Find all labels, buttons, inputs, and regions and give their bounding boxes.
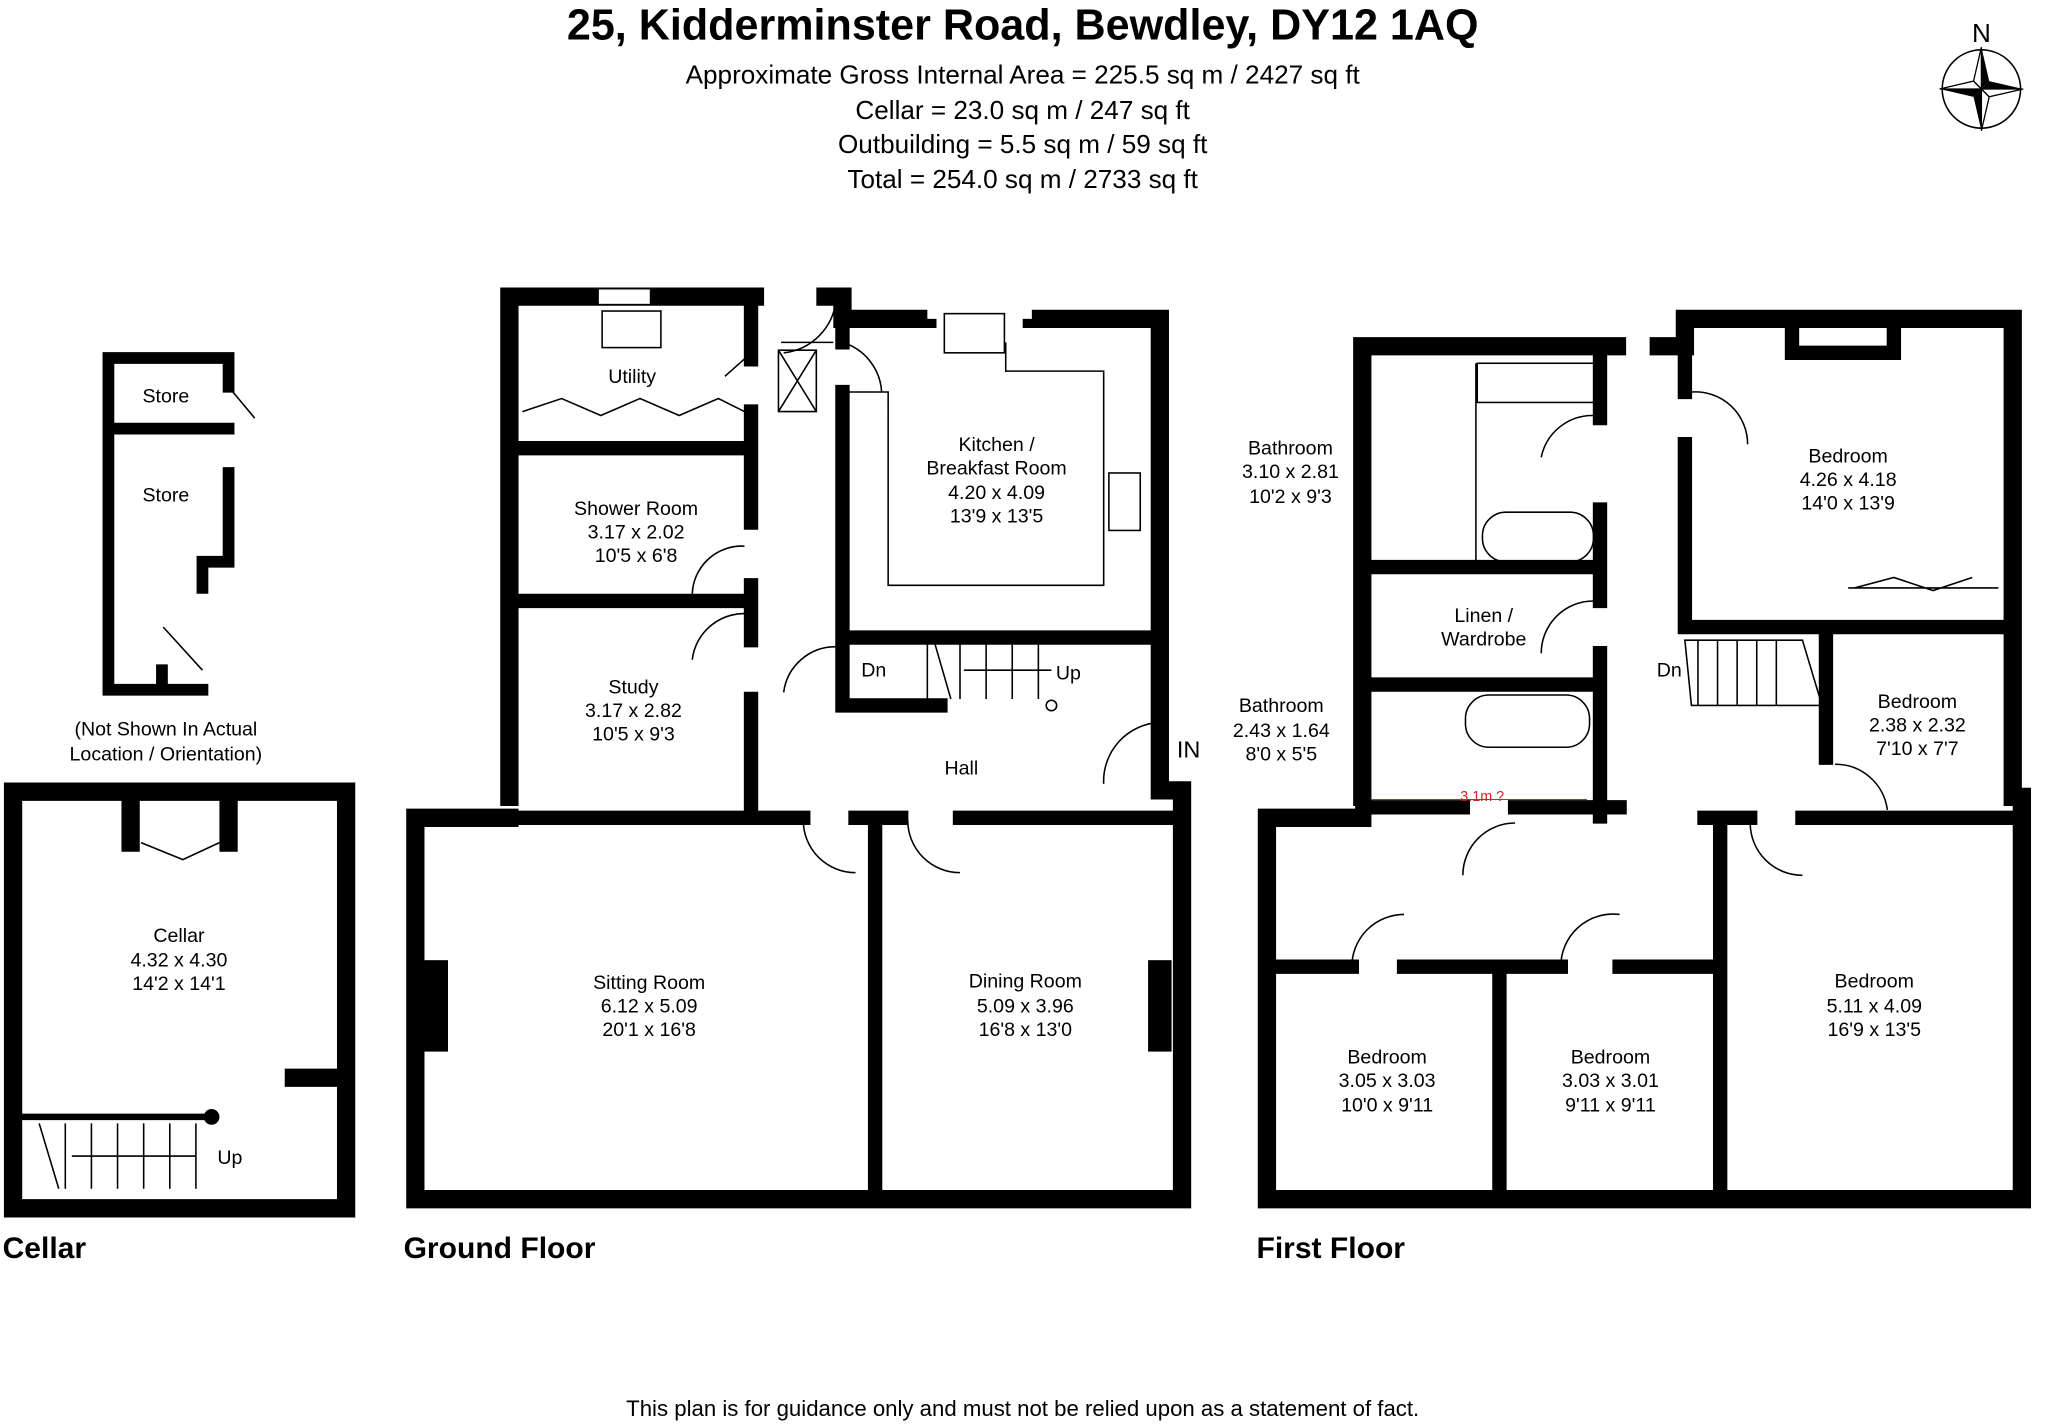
cellar-stairs-up: Up xyxy=(217,1147,242,1169)
bedroom-2-metric: 2.38 x 2.32 xyxy=(1869,715,1966,737)
compass-icon: N xyxy=(1939,18,2024,131)
property-title: 25, Kidderminster Road, Bewdley, DY12 1A… xyxy=(567,1,1479,49)
not-shown-note: Location / Orientation) xyxy=(70,743,263,765)
disclaimer: This plan is for guidance only and must … xyxy=(626,1396,1419,1421)
ground-floor-label: Ground Floor xyxy=(404,1232,596,1265)
area-gross: Approximate Gross Internal Area = 225.5 … xyxy=(686,60,1361,90)
bathroom-2-imperial: 8'0 x 5'5 xyxy=(1245,743,1317,765)
area-cellar: Cellar = 23.0 sq m / 247 sq ft xyxy=(855,95,1190,125)
measurement-annotation: 3.1m ? xyxy=(1460,789,1504,805)
outbuilding-plan: Store Store (Not Shown In Actual Locatio… xyxy=(70,352,263,765)
bathroom-1-imperial: 10'2 x 9'3 xyxy=(1249,486,1332,508)
bedroom-5-imperial: 16'9 x 13'5 xyxy=(1828,1019,1922,1041)
bedroom-5-label: Bedroom xyxy=(1835,971,1914,993)
bathroom-1-label: Bathroom xyxy=(1248,438,1333,460)
bedroom-4-label: Bedroom xyxy=(1571,1046,1650,1068)
utility-label: Utility xyxy=(608,366,656,388)
kitchen-label-2: Breakfast Room xyxy=(926,457,1066,479)
cellar-plan: Cellar 4.32 x 4.30 14'2 x 14'1 Up Cellar xyxy=(3,782,356,1265)
cellar-floor-label: Cellar xyxy=(3,1232,87,1265)
bedroom-3-label: Bedroom xyxy=(1347,1046,1426,1068)
first-floor-label: First Floor xyxy=(1256,1232,1405,1265)
stairs-down-label: Dn xyxy=(861,660,886,682)
bedroom-1-label: Bedroom xyxy=(1808,446,1887,468)
dining-room-label: Dining Room xyxy=(969,971,1082,993)
sitting-room-label: Sitting Room xyxy=(593,972,705,994)
dining-room-imperial: 16'8 x 13'0 xyxy=(979,1019,1073,1041)
bedroom-2-imperial: 7'10 x 7'7 xyxy=(1876,738,1959,760)
dining-room-metric: 5.09 x 3.96 xyxy=(977,995,1074,1017)
bedroom-1-metric: 4.26 x 4.18 xyxy=(1800,469,1897,491)
kitchen-imperial: 13'9 x 13'5 xyxy=(950,506,1044,528)
bedroom-5-metric: 5.11 x 4.09 xyxy=(1827,995,1922,1017)
linen-label: Linen / xyxy=(1454,605,1513,627)
study-imperial: 10'5 x 9'3 xyxy=(592,724,675,746)
bedroom-2-label: Bedroom xyxy=(1878,691,1957,713)
svg-text:N: N xyxy=(1972,18,1991,48)
bathroom-1-metric: 3.10 x 2.81 xyxy=(1242,461,1339,483)
cellar-room-imperial: 14'2 x 14'1 xyxy=(132,973,225,995)
first-floor-plan: Bathroom 3.10 x 2.81 10'2 x 9'3 Linen / … xyxy=(1233,309,2032,1265)
cellar-room-metric: 4.32 x 4.30 xyxy=(130,950,227,972)
bedroom-1-imperial: 14'0 x 13'9 xyxy=(1801,493,1894,515)
stairs-down-label: Dn xyxy=(1657,660,1682,682)
hall-label: Hall xyxy=(944,758,978,780)
study-metric: 3.17 x 2.82 xyxy=(585,700,682,722)
linen-label-2: Wardrobe xyxy=(1441,628,1526,650)
bedroom-3-imperial: 10'0 x 9'11 xyxy=(1341,1095,1433,1117)
area-outbuilding: Outbuilding = 5.5 sq m / 59 sq ft xyxy=(838,129,1208,159)
area-total: Total = 254.0 sq m / 2733 sq ft xyxy=(847,164,1198,194)
bedroom-4-imperial: 9'11 x 9'11 xyxy=(1565,1095,1656,1117)
study-label: Study xyxy=(608,677,658,699)
entrance-label: IN xyxy=(1177,737,1201,763)
not-shown-note: (Not Shown In Actual xyxy=(74,719,257,741)
shower-room-label: Shower Room xyxy=(574,498,698,520)
sitting-room-metric: 6.12 x 5.09 xyxy=(601,995,698,1017)
sitting-room-imperial: 20'1 x 16'8 xyxy=(602,1019,696,1041)
bathroom-2-metric: 2.43 x 1.64 xyxy=(1233,720,1330,742)
shower-room-imperial: 10'5 x 6'8 xyxy=(595,545,678,567)
bathroom-2-label: Bathroom xyxy=(1239,695,1324,717)
bedroom-4-metric: 3.03 x 3.01 xyxy=(1562,1070,1659,1092)
ground-floor-plan: Utility Shower Room 3.17 x 2.02 10'5 x 6… xyxy=(404,287,1201,1265)
bedroom-3-metric: 3.05 x 3.03 xyxy=(1339,1070,1436,1092)
kitchen-label: Kitchen / xyxy=(958,434,1035,456)
stairs-up-label: Up xyxy=(1056,662,1081,684)
store-label: Store xyxy=(142,385,189,407)
kitchen-metric: 4.20 x 4.09 xyxy=(948,482,1045,504)
cellar-room-name: Cellar xyxy=(153,925,205,947)
shower-room-metric: 3.17 x 2.02 xyxy=(588,521,685,543)
store-label: Store xyxy=(142,485,189,507)
